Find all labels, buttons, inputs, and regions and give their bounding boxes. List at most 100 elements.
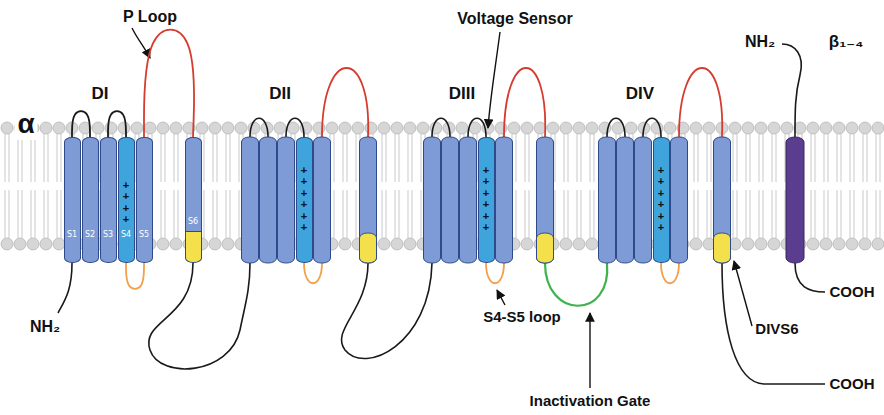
lipid-head bbox=[833, 238, 845, 250]
lipid-tail bbox=[61, 134, 62, 182]
lipid-tail bbox=[408, 134, 409, 182]
lipid-head bbox=[417, 122, 429, 134]
lipid-tail bbox=[811, 190, 812, 238]
lipid-head bbox=[144, 122, 156, 134]
s6-segment bbox=[360, 233, 377, 263]
lipid-head bbox=[573, 238, 585, 250]
lipid-tail bbox=[750, 190, 751, 238]
region-label: Voltage Sensor bbox=[457, 10, 572, 28]
lipid-tail bbox=[841, 190, 842, 238]
extracellular-loop bbox=[607, 118, 625, 137]
terminus-label: COOH bbox=[830, 283, 875, 300]
n-terminus-line bbox=[58, 263, 72, 313]
lipid-head bbox=[14, 238, 26, 250]
lipid-tail bbox=[9, 134, 10, 182]
transmembrane-helix bbox=[278, 137, 295, 263]
domain-loops bbox=[250, 68, 722, 283]
lipid-tail bbox=[22, 134, 23, 182]
lipid-tail bbox=[421, 190, 422, 238]
lipid-tail bbox=[213, 190, 214, 238]
subunit-label: α bbox=[14, 108, 37, 140]
lipid-tail bbox=[9, 190, 10, 238]
segment-label: DIVS6 bbox=[755, 320, 798, 337]
lipid-tail bbox=[772, 190, 773, 238]
lipid-head bbox=[781, 122, 793, 134]
inactivation-gate-loop bbox=[545, 263, 607, 306]
lipid-tail bbox=[18, 190, 19, 238]
terminus-label: COOH bbox=[830, 375, 875, 392]
charge-signs: + + + + bbox=[122, 180, 130, 226]
lipid-tail bbox=[815, 134, 816, 182]
lipid-head bbox=[40, 238, 52, 250]
lipid-head bbox=[118, 122, 130, 134]
lipid-tail bbox=[48, 134, 49, 182]
lipid-tail bbox=[737, 190, 738, 238]
lipid-tail bbox=[174, 190, 175, 238]
lipid-tail bbox=[5, 134, 6, 182]
lipid-head bbox=[235, 122, 247, 134]
lipid-tail bbox=[694, 134, 695, 182]
lipid-tail bbox=[867, 190, 868, 238]
lipid-head bbox=[534, 122, 546, 134]
lipid-tail bbox=[161, 190, 162, 238]
lipid-tail bbox=[44, 134, 45, 182]
domain-label: DIII bbox=[449, 84, 475, 104]
beta-n-terminus-line bbox=[782, 44, 801, 137]
lipid-head bbox=[586, 122, 598, 134]
lipid-tail bbox=[525, 190, 526, 238]
lipid-tail bbox=[412, 134, 413, 182]
transmembrane-helix bbox=[242, 137, 259, 263]
lipid-tail bbox=[581, 134, 582, 182]
lipid-tail bbox=[746, 134, 747, 182]
lipid-head bbox=[196, 122, 208, 134]
s4-s5-loop bbox=[486, 263, 504, 283]
lipid-tail bbox=[568, 190, 569, 238]
helix-box: + + + + + + bbox=[296, 137, 313, 263]
lipid-tail bbox=[165, 134, 166, 182]
lipid-tail bbox=[577, 190, 578, 238]
lipid-head bbox=[365, 122, 377, 134]
beta-subunit-helix bbox=[786, 137, 804, 263]
lipid-tail bbox=[239, 190, 240, 238]
lipid-head bbox=[378, 122, 390, 134]
charge-signs: + + + + + + bbox=[300, 165, 308, 234]
lipid-tail bbox=[763, 134, 764, 182]
chain-lines bbox=[58, 44, 825, 384]
lipid-tail bbox=[178, 134, 179, 182]
segment-name: S6 bbox=[188, 217, 198, 227]
lipid-tail bbox=[412, 190, 413, 238]
lipid-tail bbox=[230, 134, 231, 182]
lipid-head bbox=[872, 238, 884, 250]
lipid-head bbox=[755, 238, 767, 250]
lipid-head bbox=[352, 122, 364, 134]
lipid-tail bbox=[594, 190, 595, 238]
lipid-head bbox=[391, 122, 403, 134]
charge-signs: + + + + + + bbox=[482, 165, 490, 234]
lipid-head bbox=[274, 122, 286, 134]
lipid-tail bbox=[516, 134, 517, 182]
charge-signs: + + + + + + bbox=[657, 165, 665, 234]
lipid-head bbox=[508, 122, 520, 134]
transmembrane-helix bbox=[360, 137, 377, 263]
lipid-head bbox=[27, 238, 39, 250]
lipid-head bbox=[573, 122, 585, 134]
lipid-tail bbox=[746, 190, 747, 238]
lipid-head bbox=[1, 238, 13, 250]
lipid-tail bbox=[204, 134, 205, 182]
lipid-tail bbox=[165, 190, 166, 238]
lipid-head bbox=[222, 238, 234, 250]
extracellular-loop bbox=[643, 118, 661, 137]
lipid-head bbox=[131, 122, 143, 134]
lipid-head bbox=[755, 122, 767, 134]
lipid-head bbox=[105, 122, 117, 134]
transmembrane-helix bbox=[314, 137, 331, 263]
lipid-tail bbox=[174, 134, 175, 182]
lipid-tail bbox=[867, 134, 868, 182]
lipid-head bbox=[872, 122, 884, 134]
lipid-head bbox=[53, 122, 65, 134]
lipid-tail bbox=[876, 134, 877, 182]
lipid-tail bbox=[590, 134, 591, 182]
s4-s5-loop bbox=[661, 263, 679, 283]
lipid-head bbox=[157, 238, 169, 250]
lipid-tail bbox=[555, 190, 556, 238]
